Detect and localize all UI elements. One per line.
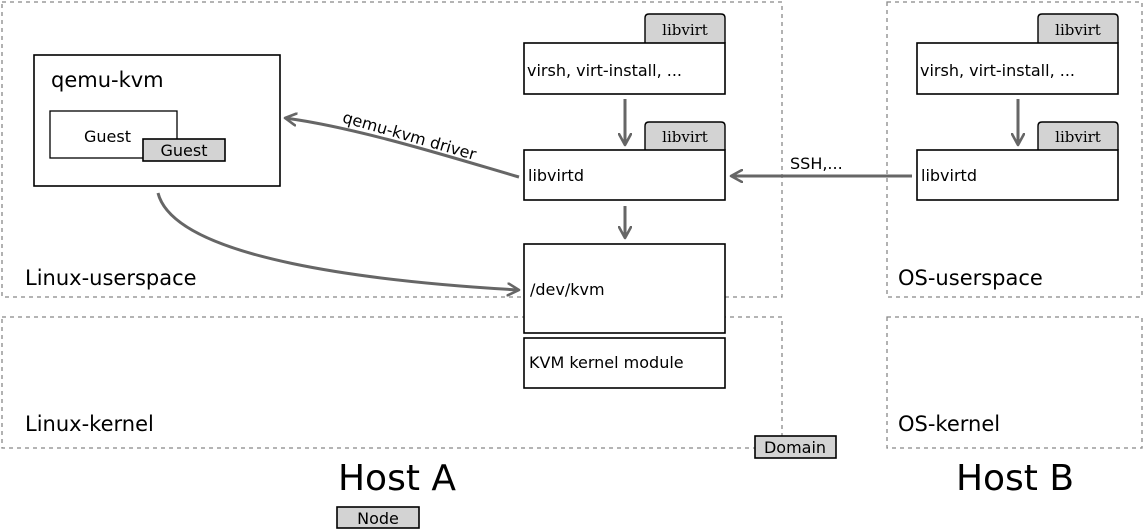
devkvm-label: /dev/kvm xyxy=(530,280,605,299)
host-a-libvirtd-libvirt-tag xyxy=(644,121,726,150)
host-a-libvirtd-box xyxy=(523,149,726,201)
qemu-kvm-title: qemu-kvm xyxy=(51,68,164,92)
host-b-userspace-region xyxy=(886,1,1143,298)
host-b-libvirtd-libvirt-tag-label: libvirt xyxy=(1055,128,1101,146)
host-a-userspace-label: Linux-userspace xyxy=(25,266,197,290)
host-a-userspace-region xyxy=(1,1,783,298)
arrow-qemu-to-devkvm xyxy=(156,192,519,290)
host-a-kernel-label: Linux-kernel xyxy=(25,412,154,436)
host-b-kernel-region xyxy=(886,316,1143,449)
host-b-libvirtd-box xyxy=(916,149,1119,201)
node-tag xyxy=(336,506,420,529)
kvm-kernel-module-box xyxy=(523,337,726,389)
qemu-kvm-driver-label: qemu-kvm driver xyxy=(341,108,479,164)
host-a-virsh-label: virsh, virt-install, ... xyxy=(527,61,682,80)
node-tag-label: Node xyxy=(357,509,399,528)
ssh-label: SSH,... xyxy=(790,154,843,173)
guest-tag xyxy=(142,138,226,162)
host-a-title: Host A xyxy=(338,458,456,499)
host-b-virsh-libvirt-tag xyxy=(1037,13,1119,43)
domain-tag xyxy=(754,435,837,459)
host-b-title: Host B xyxy=(956,458,1074,499)
host-b-libvirtd-libvirt-tag xyxy=(1037,121,1119,150)
devkvm-box xyxy=(523,243,726,334)
host-b-userspace-label: OS-userspace xyxy=(898,266,1043,290)
host-b-virsh-box xyxy=(916,42,1119,95)
host-a-libvirtd-libvirt-tag-label: libvirt xyxy=(662,128,708,146)
guest-tag-label: Guest xyxy=(161,141,208,160)
host-b-virsh-label: virsh, virt-install, ... xyxy=(920,61,1075,80)
arrow-qemu-kvm-driver xyxy=(285,118,520,179)
host-a-virsh-box xyxy=(523,42,726,95)
host-b-virsh-libvirt-tag-label: libvirt xyxy=(1055,21,1101,39)
domain-tag-label: Domain xyxy=(764,438,826,457)
host-b-kernel-label: OS-kernel xyxy=(898,412,1000,436)
host-b-libvirtd-label: libvirtd xyxy=(921,166,977,185)
guest-label: Guest xyxy=(84,127,131,146)
host-a-virsh-libvirt-tag xyxy=(644,13,726,43)
host-a-virsh-libvirt-tag-label: libvirt xyxy=(662,21,708,39)
kvm-kernel-module-label: KVM kernel module xyxy=(529,353,684,372)
host-a-libvirtd-label: libvirtd xyxy=(528,166,584,185)
